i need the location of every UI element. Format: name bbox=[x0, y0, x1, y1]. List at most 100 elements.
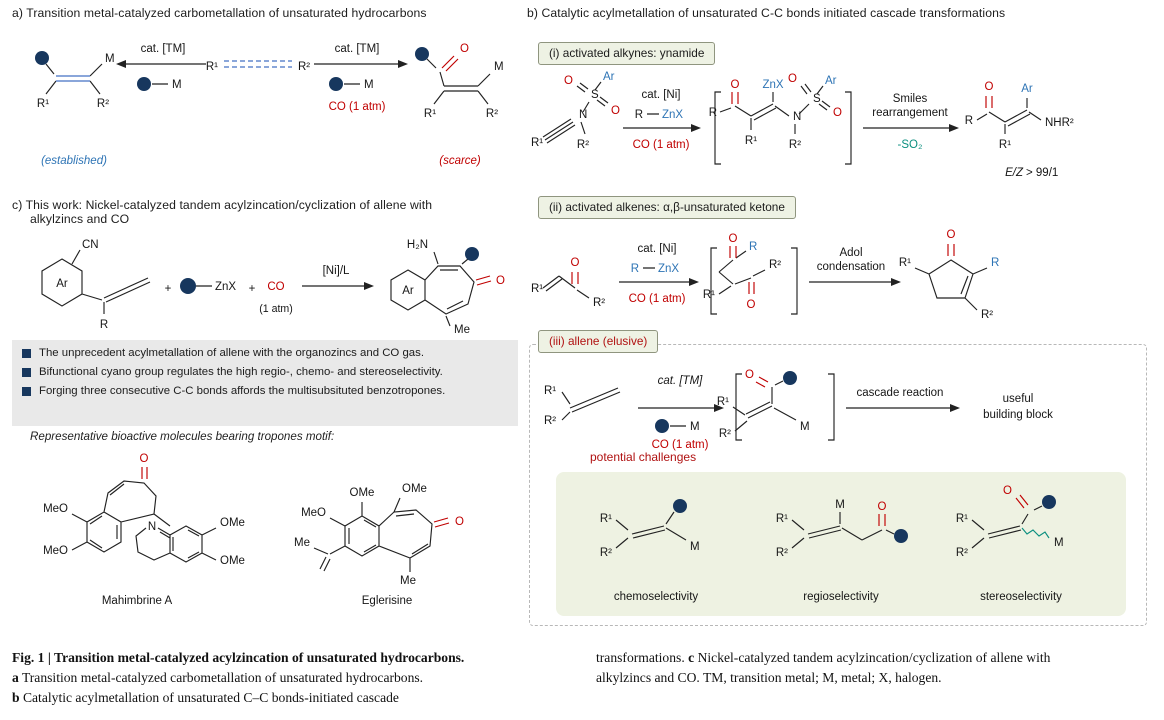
caption-c-text: Nickel-catalyzed tandem acylzincation/cy… bbox=[694, 650, 1051, 665]
highlight-text: Forging three consecutive C-C bonds affo… bbox=[39, 385, 446, 397]
carbonyl-bonds bbox=[441, 55, 459, 72]
arrowhead-right bbox=[398, 60, 408, 68]
highlight-item: The unprecedent acylmetallation of allen… bbox=[22, 347, 508, 359]
panel-a-title: a) Transition metal-catalyzed carbometal… bbox=[12, 6, 427, 20]
atom-label: R bbox=[965, 115, 973, 127]
atom-label: R¹ bbox=[531, 137, 543, 149]
carbonyl-bonds bbox=[755, 376, 769, 388]
atom-label: R² bbox=[776, 547, 788, 559]
atom-label: S bbox=[813, 93, 821, 105]
atom-label: MeO bbox=[301, 507, 326, 519]
arrow-label: rearrangement bbox=[872, 107, 948, 119]
atom-label: R² bbox=[719, 428, 731, 440]
bioactive-molecules: MeO MeO O OMe OMe N Mahimbrine A OMe MeO… bbox=[43, 453, 464, 607]
note-label: building block bbox=[983, 409, 1053, 421]
atom-label: R² bbox=[981, 309, 993, 321]
arrowhead bbox=[691, 124, 701, 132]
carbonyl-bonds bbox=[571, 244, 955, 294]
atom-label: R² bbox=[97, 98, 109, 110]
square-bullet-icon bbox=[22, 387, 31, 396]
atom-label: R² bbox=[544, 415, 556, 427]
atom-label: R¹ bbox=[424, 108, 436, 120]
atom-label: O bbox=[496, 275, 505, 287]
challenge-label: chemoselectivity bbox=[614, 591, 699, 603]
atom-label: R¹ bbox=[745, 135, 757, 147]
caption-line-c: transformations. c Nickel-catalyzed tand… bbox=[596, 648, 1152, 668]
panel-b-title: b) Catalytic acylmetallation of unsatura… bbox=[527, 6, 1006, 20]
plus-sign: + bbox=[165, 283, 172, 295]
atom-label: M bbox=[494, 61, 504, 73]
atom-label: O bbox=[460, 43, 469, 55]
atom-label: M bbox=[690, 421, 700, 433]
figure-caption-right: transformations. c Nickel-catalyzed tand… bbox=[596, 648, 1152, 688]
panel-a-scheme: R¹ R² cat. [TM] M cat. [TM] M CO (1 atm)… bbox=[35, 43, 504, 167]
atom-label: R bbox=[631, 263, 639, 275]
section-iii-label: (iii) allene (elusive) bbox=[538, 330, 659, 353]
atom-label: O bbox=[729, 233, 738, 245]
atom-label: H₂N bbox=[407, 239, 428, 251]
arrowhead-left bbox=[116, 60, 126, 68]
panel-b1-scheme: R¹ N S O O Ar R² cat. [Ni] R ZnX CO (1 a… bbox=[531, 71, 1074, 179]
arrow-label: cascade reaction bbox=[857, 387, 944, 399]
co-label: CO (1 atm) bbox=[633, 139, 690, 151]
figure-caption-left: Fig. 1 | Transition metal-catalyzed acyl… bbox=[12, 648, 587, 708]
arrowhead bbox=[950, 404, 960, 412]
catalyst-label: [Ni]/L bbox=[323, 265, 350, 277]
caption-b-letter: b bbox=[12, 690, 20, 705]
atom-label: O bbox=[731, 79, 740, 91]
r-group-ball bbox=[137, 77, 151, 91]
atom-label: Me bbox=[294, 537, 310, 549]
bond-lines bbox=[71, 480, 433, 572]
atom-label: O bbox=[455, 516, 464, 528]
blue-bonds bbox=[56, 60, 292, 82]
bond-lines bbox=[45, 58, 491, 105]
atom-label: R¹ bbox=[206, 61, 218, 73]
molecule-name: Eglerisine bbox=[362, 595, 413, 607]
note-label: useful bbox=[1003, 393, 1034, 405]
carbonyl-bonds bbox=[878, 494, 1029, 526]
pressure-label: (1 atm) bbox=[259, 303, 293, 315]
section-ii-label: (ii) activated alkenes: α,β-unsaturated … bbox=[538, 196, 796, 219]
arrow-label: Adol bbox=[839, 247, 862, 259]
atom-label: OMe bbox=[220, 517, 245, 529]
atom-label: R¹ bbox=[703, 289, 715, 301]
square-bullet-icon bbox=[22, 368, 31, 377]
atom-label: R¹ bbox=[776, 513, 788, 525]
highlight-item: Forging three consecutive C-C bonds affo… bbox=[22, 385, 508, 397]
atom-label: N bbox=[793, 111, 801, 123]
atom-label: R¹ bbox=[600, 513, 612, 525]
atom-label: ZnX bbox=[662, 109, 683, 121]
atom-label: NHR² bbox=[1045, 117, 1074, 129]
atom-label: O bbox=[985, 81, 994, 93]
atom-label: O bbox=[788, 73, 797, 85]
caption-c-pre: transformations. bbox=[596, 650, 689, 665]
caption-a-letter: a bbox=[12, 670, 19, 685]
carbonyl-bonds bbox=[141, 467, 450, 528]
bond-lines bbox=[615, 505, 1043, 549]
r-group-ball bbox=[894, 529, 908, 543]
atom-label: O bbox=[878, 501, 887, 513]
caption-line-b: b Catalytic acylmetallation of unsaturat… bbox=[12, 688, 587, 708]
atom-label: Ar bbox=[603, 71, 615, 83]
co-label: CO bbox=[267, 281, 284, 293]
arrow-label: cat. [Ni] bbox=[642, 89, 681, 101]
atom-label: R bbox=[991, 257, 999, 269]
caption-line-end: alkylzincs and CO. TM, transition metal;… bbox=[596, 670, 942, 685]
arrow-label: cat. [TM] bbox=[335, 43, 380, 55]
section-i-label: (i) activated alkynes: ynamide bbox=[538, 42, 716, 65]
panel-c-title-line1: c) This work: Nickel-catalyzed tandem ac… bbox=[12, 198, 433, 212]
section-iii-dashed-box bbox=[529, 344, 1147, 626]
challenges-structures: R¹ R² M chemoselectivity R¹ R² M O regio… bbox=[600, 485, 1064, 603]
atom-label: O bbox=[1003, 485, 1012, 497]
ez-label: E/Z bbox=[1005, 167, 1024, 179]
atom-label: R¹ bbox=[899, 257, 911, 269]
arrow-label: cat. [TM] bbox=[141, 43, 186, 55]
potential-challenges-label: potential challenges bbox=[590, 450, 697, 464]
r-group-ball bbox=[329, 77, 343, 91]
atom-label: M bbox=[364, 79, 374, 91]
atom-label: R² bbox=[956, 547, 968, 559]
challenge-label: stereoselectivity bbox=[980, 591, 1062, 603]
challenges-box bbox=[556, 472, 1126, 616]
atom-label: M bbox=[800, 421, 810, 433]
atom-label: R bbox=[635, 109, 643, 121]
